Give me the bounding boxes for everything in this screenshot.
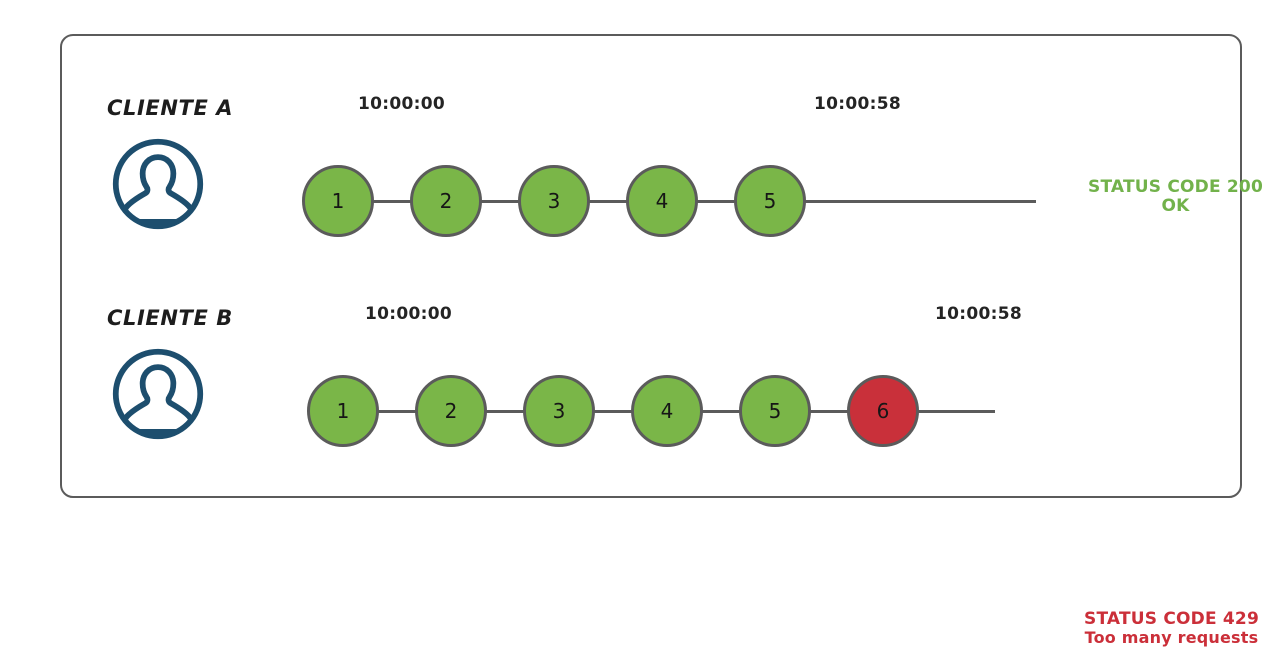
- request-timeline-a: 1 2 3 4 5: [302, 161, 1036, 241]
- request-node[interactable]: 1: [307, 375, 379, 447]
- timestamp-a-start: 10:00:00: [358, 94, 445, 114]
- timestamp-b-start: 10:00:00: [365, 304, 452, 324]
- status-message-line: OK: [1161, 196, 1190, 217]
- user-avatar-icon: [110, 136, 206, 232]
- request-node[interactable]: 5: [739, 375, 811, 447]
- node-connector: [485, 409, 525, 413]
- node-connector: [809, 409, 849, 413]
- status-code-line: STATUS CODE 429: [1084, 609, 1259, 629]
- request-node-blocked[interactable]: 6: [847, 375, 919, 447]
- status-badge-b: STATUS CODE 429 Too many requests: [1084, 609, 1259, 647]
- node-connector: [377, 409, 417, 413]
- request-node[interactable]: 2: [415, 375, 487, 447]
- request-node[interactable]: 1: [302, 165, 374, 237]
- node-connector: [480, 199, 520, 203]
- node-track-b: 1 2 3 4 5 6: [307, 371, 995, 451]
- status-badge-a: STATUS CODE 200 OK: [1088, 177, 1263, 217]
- request-node[interactable]: 3: [523, 375, 595, 447]
- client-row-b: CLIENTE B 10:00:00 10:00:58 1 2 3: [62, 268, 1259, 646]
- request-node[interactable]: 4: [626, 165, 698, 237]
- client-b-label: CLIENTE B: [107, 306, 233, 330]
- timestamp-a-end: 10:00:58: [814, 94, 901, 114]
- node-connector: [593, 409, 633, 413]
- request-node[interactable]: 2: [410, 165, 482, 237]
- client-a-label: CLIENTE A: [107, 96, 234, 120]
- node-connector: [588, 199, 628, 203]
- diagram-frame: CLIENTE A 10:00:00 10:00:58 1 2 3: [60, 34, 1263, 646]
- node-track-a: 1 2 3 4 5: [302, 161, 1036, 241]
- status-message-line: Too many requests: [1084, 628, 1259, 647]
- request-node[interactable]: 4: [631, 375, 703, 447]
- timeline-tail: [804, 199, 1036, 203]
- request-timeline-b: 1 2 3 4 5 6: [307, 371, 995, 451]
- request-node[interactable]: 3: [518, 165, 590, 237]
- client-row-a: CLIENTE A 10:00:00 10:00:58 1 2 3: [62, 58, 1263, 268]
- user-avatar-icon: [110, 346, 206, 442]
- node-connector: [696, 199, 736, 203]
- node-connector: [701, 409, 741, 413]
- timeline-tail: [917, 409, 995, 413]
- node-connector: [372, 199, 412, 203]
- request-node[interactable]: 5: [734, 165, 806, 237]
- timestamp-b-end: 10:00:58: [935, 304, 1022, 324]
- status-code-line: STATUS CODE 200: [1088, 177, 1263, 197]
